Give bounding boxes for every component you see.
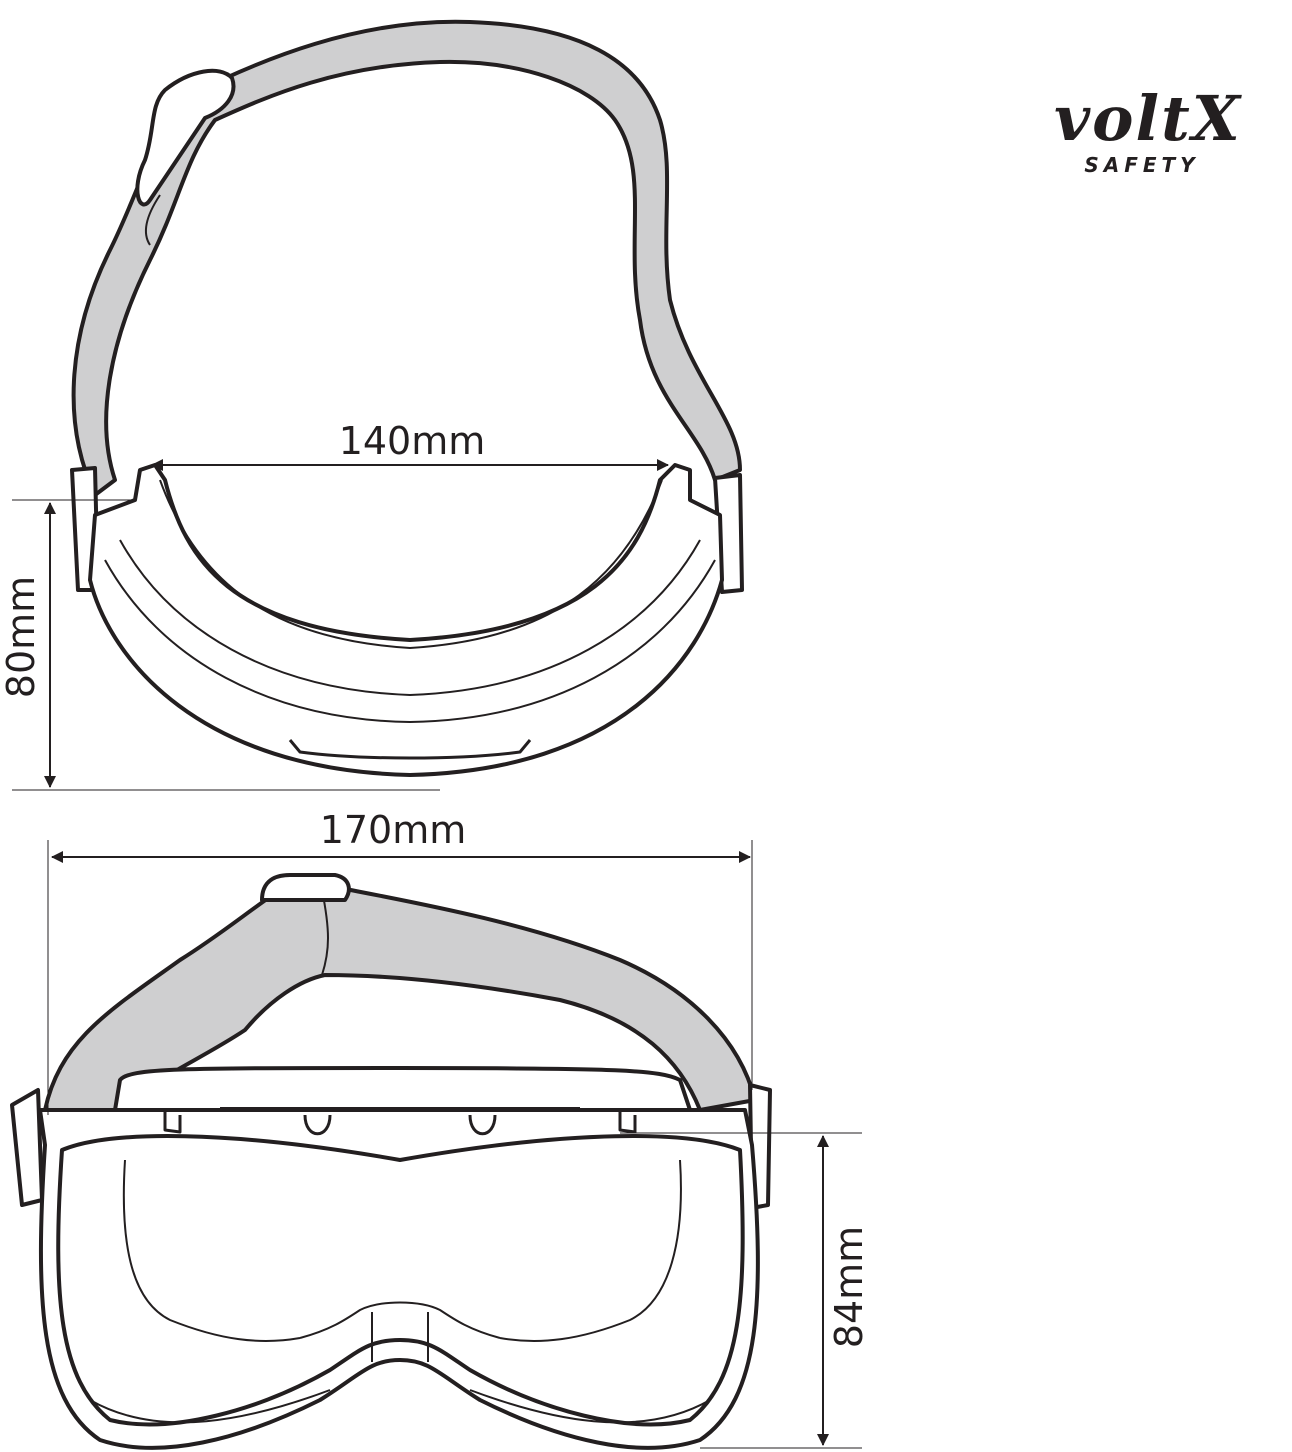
dimension-top-width-label: 140mm xyxy=(339,419,486,463)
brand-logo: voltX SAFETY xyxy=(1054,82,1243,177)
dimension-top-depth-label: 80mm xyxy=(0,576,43,698)
brand-logo-tagline: SAFETY xyxy=(1084,153,1199,177)
dimension-top-width: 140mm xyxy=(151,419,669,471)
front-view-top-vent xyxy=(113,1066,692,1112)
front-view-left-clip xyxy=(10,1088,44,1207)
top-view-frame xyxy=(88,463,724,777)
front-view-goggles xyxy=(10,873,772,1450)
dimension-front-height: 84mm xyxy=(620,1132,871,1449)
dimension-front-height-label: 84mm xyxy=(827,1226,871,1348)
dimension-front-width-label: 170mm xyxy=(320,808,467,852)
top-view-strap-buckle xyxy=(135,68,236,207)
dimension-top-depth: 80mm xyxy=(0,499,440,791)
front-view-strap xyxy=(43,883,757,1112)
dimension-front-width: 170mm xyxy=(47,808,753,1115)
front-view-strap-buckle xyxy=(260,873,351,902)
front-view-lens xyxy=(56,1134,745,1427)
top-view-goggles xyxy=(70,19,744,777)
brand-logo-text: voltX xyxy=(1054,82,1243,155)
